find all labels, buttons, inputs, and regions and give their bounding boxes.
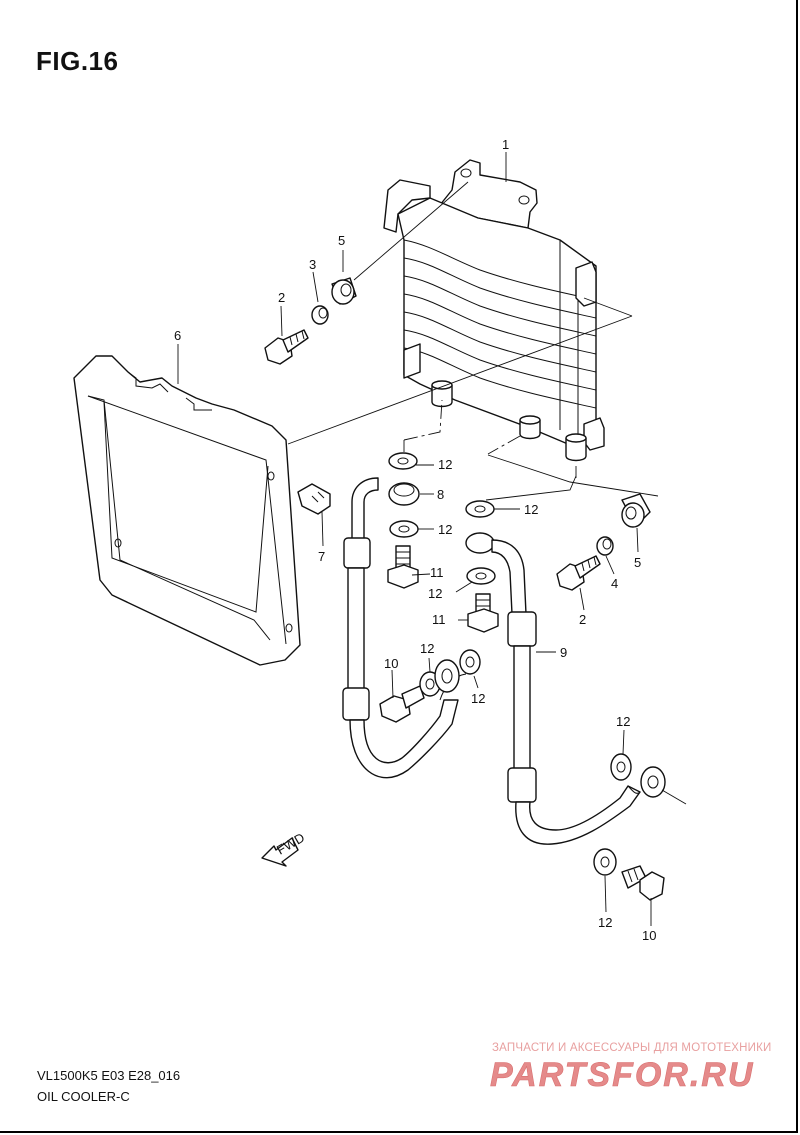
callout-8: 8 bbox=[437, 487, 444, 502]
callout-12: 12 bbox=[428, 586, 442, 601]
hose-banjo-bolt-part[interactable] bbox=[379, 685, 425, 723]
callout-12: 12 bbox=[616, 714, 630, 729]
grommet-part[interactable] bbox=[331, 277, 357, 305]
bolt-part[interactable] bbox=[264, 329, 309, 365]
oil-hose-right-part[interactable] bbox=[465, 532, 641, 845]
callout-10: 10 bbox=[642, 928, 656, 943]
leader-lines bbox=[177, 152, 687, 926]
hose-bolt-part[interactable] bbox=[387, 545, 419, 589]
callout-2: 2 bbox=[579, 612, 586, 627]
cooler-cover-frame-part[interactable] bbox=[73, 355, 301, 666]
callout-12: 12 bbox=[524, 502, 538, 517]
banjo-fitting-part[interactable] bbox=[640, 766, 666, 798]
hose-bolt-part[interactable] bbox=[467, 593, 499, 633]
callout-7: 7 bbox=[318, 549, 325, 564]
grommet-part[interactable] bbox=[621, 493, 651, 528]
callout-12: 12 bbox=[438, 522, 452, 537]
gasket-washer-part[interactable] bbox=[610, 753, 632, 781]
gasket-washer-part[interactable] bbox=[388, 452, 418, 470]
callout-11: 11 bbox=[432, 612, 446, 627]
callout-1: 1 bbox=[502, 137, 509, 152]
spacer-collar-part[interactable] bbox=[311, 305, 329, 325]
section-name: OIL COOLER-C bbox=[37, 1089, 130, 1104]
gasket-washer-part[interactable] bbox=[465, 500, 495, 518]
union-bolt-part[interactable] bbox=[388, 482, 420, 506]
callout-5: 5 bbox=[338, 233, 345, 248]
callout-12: 12 bbox=[420, 641, 434, 656]
hose-banjo-bolt-part[interactable] bbox=[621, 865, 665, 901]
callout-2: 2 bbox=[278, 290, 285, 305]
callout-12: 12 bbox=[471, 691, 485, 706]
callout-12: 12 bbox=[598, 915, 612, 930]
watermark-logo-text: PARTSFOR.RU bbox=[490, 1056, 754, 1094]
forward-direction-arrow: FWD bbox=[261, 830, 307, 867]
callout-4: 4 bbox=[611, 576, 618, 591]
gasket-washer-part[interactable] bbox=[466, 567, 496, 585]
callout-12: 12 bbox=[438, 457, 452, 472]
watermark-logo: PARTSFOR.RU bbox=[490, 1056, 754, 1094]
callout-numbers: 1 2 3 5 6 12 8 12 12 7 11 12 11 5 4 2 9 … bbox=[174, 137, 656, 943]
watermark-caption: ЗАПЧАСТИ И АКСЕССУАРЫ ДЛЯ МОТОТЕХНИКИ bbox=[492, 1042, 772, 1054]
figure-title: FIG.16 bbox=[36, 46, 119, 76]
callout-11: 11 bbox=[430, 565, 444, 580]
gasket-washer-part[interactable] bbox=[459, 649, 481, 675]
gasket-washer-part[interactable] bbox=[389, 520, 419, 538]
callout-6: 6 bbox=[174, 328, 181, 343]
frame-bolt-part[interactable] bbox=[297, 483, 331, 515]
banjo-fitting-part[interactable] bbox=[434, 659, 460, 693]
oil-cooler-part[interactable] bbox=[383, 159, 605, 462]
callout-9: 9 bbox=[560, 645, 567, 660]
gasket-washer-part[interactable] bbox=[593, 848, 617, 876]
callout-3: 3 bbox=[309, 257, 316, 272]
spacer-collar-part[interactable] bbox=[596, 536, 614, 556]
callout-10: 10 bbox=[384, 656, 398, 671]
model-code: VL1500K5 E03 E28_016 bbox=[37, 1068, 181, 1083]
callout-5: 5 bbox=[634, 555, 641, 570]
oil-hose-left-part[interactable] bbox=[342, 477, 467, 779]
bolt-part[interactable] bbox=[556, 555, 601, 591]
